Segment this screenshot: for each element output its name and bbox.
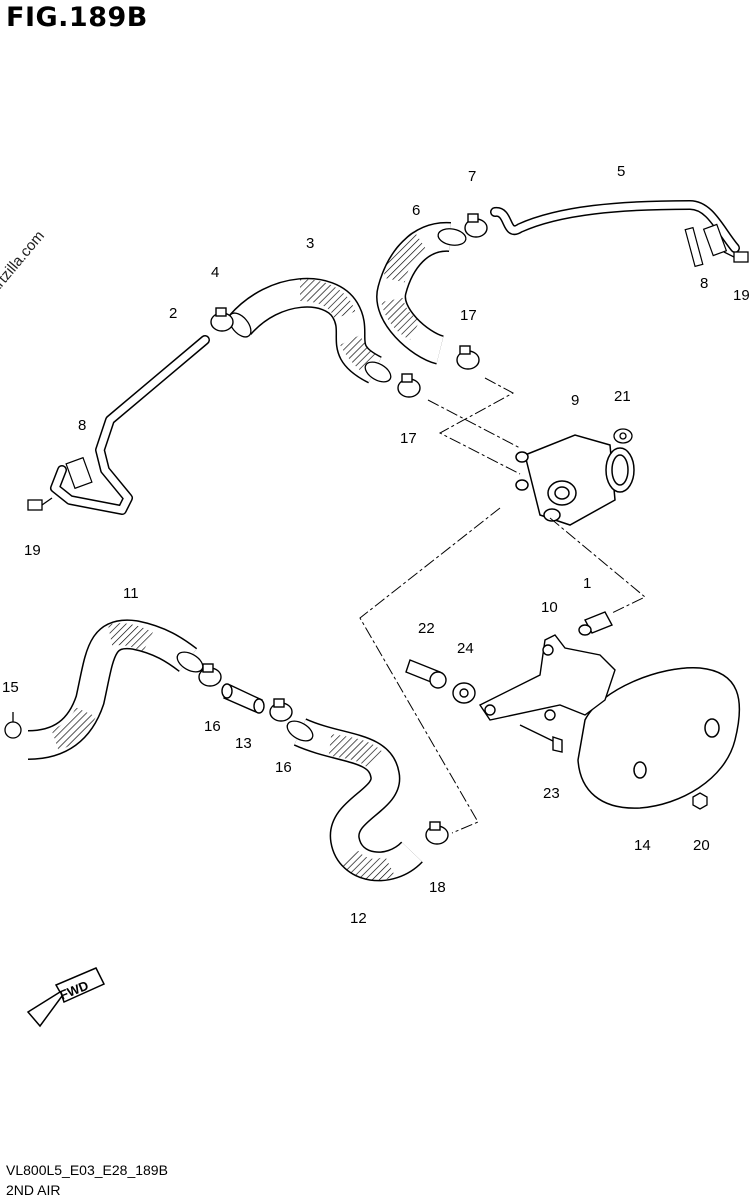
bracket-10 bbox=[478, 634, 616, 721]
clamp-17-lower bbox=[397, 373, 421, 398]
callout-2: 2 bbox=[169, 305, 177, 322]
grommet-24 bbox=[452, 682, 476, 704]
callout-16-left: 16 bbox=[204, 718, 221, 735]
clamps bbox=[198, 213, 488, 845]
hose-12 bbox=[286, 718, 423, 882]
callout-9: 9 bbox=[571, 392, 579, 409]
callout-22: 22 bbox=[418, 620, 435, 637]
bolt-19-left bbox=[27, 497, 53, 511]
pipe-2 bbox=[50, 335, 210, 515]
callout-17-lower: 17 bbox=[400, 430, 417, 447]
clamp-4 bbox=[210, 307, 234, 332]
callout-15: 15 bbox=[2, 679, 19, 696]
callout-numbers: 1 2 3 4 5 6 7 8 8 9 10 11 12 13 14 15 16… bbox=[2, 163, 750, 927]
collar-22 bbox=[405, 659, 447, 689]
figure-code: VL800L5_E03_E28_189B bbox=[6, 1162, 168, 1178]
callout-6: 6 bbox=[412, 202, 420, 219]
clamp-18 bbox=[425, 821, 449, 845]
callout-19-left: 19 bbox=[24, 542, 41, 559]
clamp-7 bbox=[464, 213, 488, 238]
callout-8-left: 8 bbox=[78, 417, 86, 434]
callout-20: 20 bbox=[693, 837, 710, 854]
hose-11 bbox=[27, 619, 204, 760]
callout-7: 7 bbox=[468, 168, 476, 185]
pipe-5 bbox=[490, 199, 740, 268]
clip-15 bbox=[4, 712, 22, 739]
callout-19-right: 19 bbox=[733, 287, 750, 304]
callout-12: 12 bbox=[350, 910, 367, 927]
bolts-19 bbox=[27, 251, 749, 511]
air-valve-9 bbox=[515, 434, 635, 526]
callout-23: 23 bbox=[543, 785, 560, 802]
callout-21: 21 bbox=[614, 388, 631, 405]
joint-13 bbox=[221, 683, 265, 714]
figure-name: 2ND AIR bbox=[6, 1182, 61, 1198]
cover-14 bbox=[577, 667, 741, 809]
callout-3: 3 bbox=[306, 235, 314, 252]
callout-18: 18 bbox=[429, 879, 446, 896]
clamp-16-right bbox=[269, 698, 293, 722]
washer-21 bbox=[613, 428, 633, 444]
hose-6 bbox=[376, 221, 467, 365]
callout-16-right: 16 bbox=[275, 759, 292, 776]
fitting-1 bbox=[578, 611, 613, 636]
callout-5: 5 bbox=[617, 163, 625, 180]
callout-10: 10 bbox=[541, 599, 558, 616]
bolt-23 bbox=[519, 724, 563, 753]
hose-3 bbox=[228, 277, 392, 384]
callout-8-right: 8 bbox=[700, 275, 708, 292]
bolt-20 bbox=[692, 792, 708, 810]
callout-13: 13 bbox=[235, 735, 252, 752]
bolt-19-right bbox=[723, 251, 749, 263]
fwd-arrow: FWD bbox=[26, 967, 106, 1028]
callout-17-upper: 17 bbox=[460, 307, 477, 324]
callout-4: 4 bbox=[211, 264, 219, 281]
routing-lines bbox=[359, 377, 646, 834]
callout-14: 14 bbox=[634, 837, 651, 854]
callout-24: 24 bbox=[457, 640, 474, 657]
figure-title: FIG.189B bbox=[6, 2, 148, 33]
clamp-17-upper bbox=[456, 345, 480, 370]
callout-1: 1 bbox=[583, 575, 591, 592]
callout-11: 11 bbox=[123, 585, 139, 602]
